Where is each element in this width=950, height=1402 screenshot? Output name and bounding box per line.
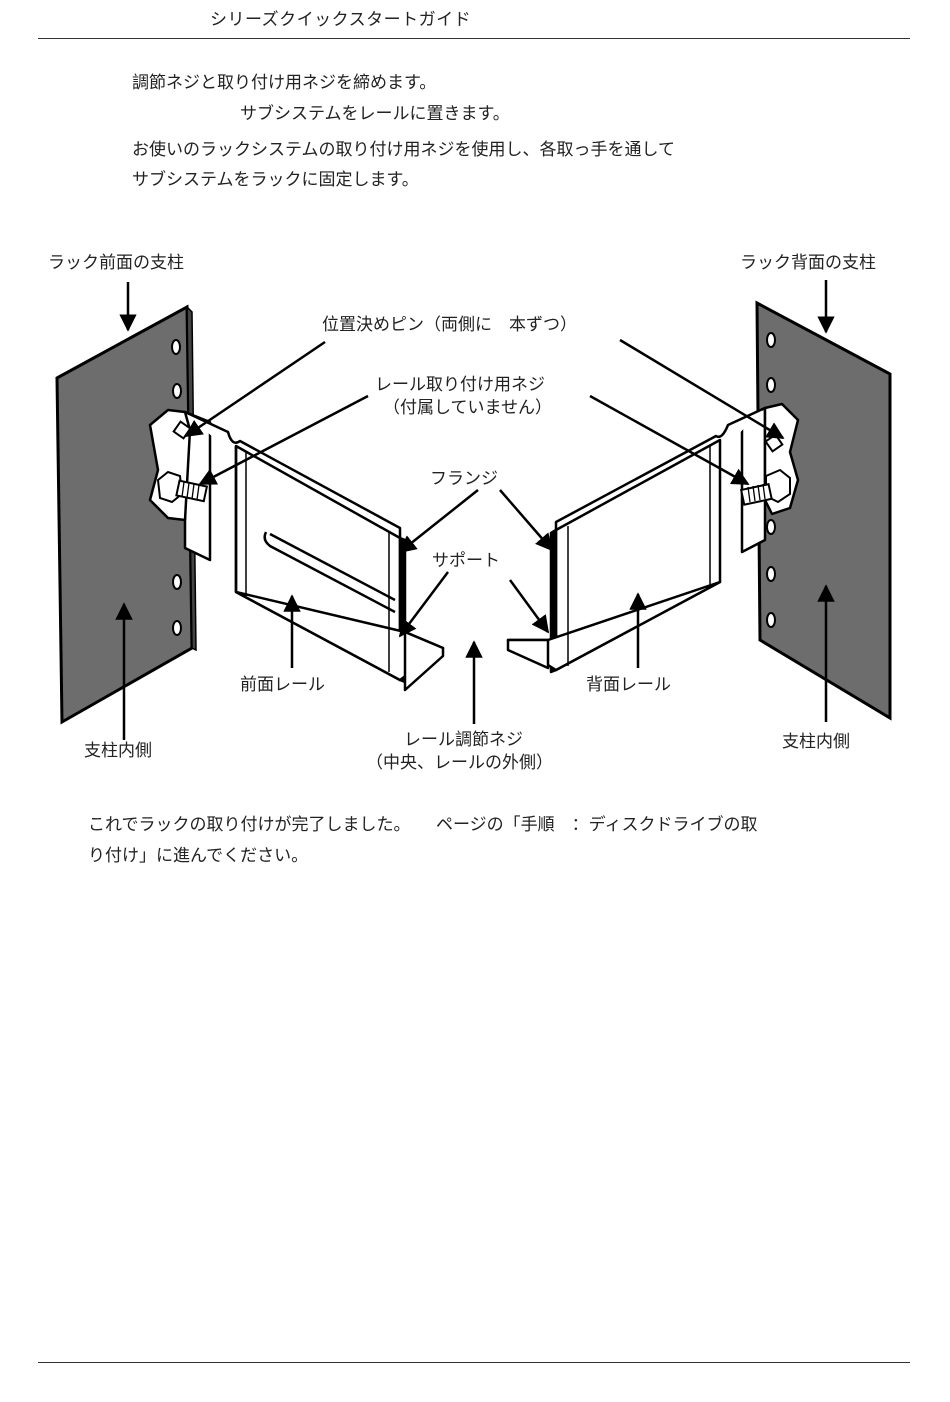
label-positioning-pins: 位置決めピン（両側に 本ずつ）	[322, 315, 577, 335]
step-text-3b: サブシステムをラックに固定します。	[132, 167, 419, 194]
step-text-1: 調節ネジと取り付け用ネジを締めます。	[132, 70, 436, 97]
label-adjust-screw: レール調節ネジ	[404, 730, 523, 750]
completion-text-1: これでラックの取り付けが完了しました。 ページの「手順 ：ディスクドライブの取	[88, 812, 757, 839]
label-post-inner-right: 支柱内側	[782, 732, 850, 752]
label-support: サポート	[432, 551, 500, 571]
label-rear-rail: 背面レール	[586, 675, 671, 695]
label-front-rail: 前面レール	[240, 675, 325, 695]
label-rear-post: ラック背面の支柱	[740, 253, 876, 273]
step-text-2: サブシステムをレールに置きます。	[240, 101, 510, 128]
footer-rule	[38, 1362, 910, 1363]
label-front-post: ラック前面の支柱	[48, 253, 184, 273]
rack-mount-diagram: ラック前面の支柱 ラック背面の支柱 位置決めピン（両側に 本ずつ） レール取り付…	[0, 230, 950, 790]
step-text-3a: お使いのラックシステムの取り付け用ネジを使用し、各取っ手を通して	[132, 137, 675, 164]
rear-rail	[508, 404, 798, 672]
header-rule	[38, 38, 910, 39]
label-flange: フランジ	[430, 469, 498, 489]
label-adjust-screw-note: （中央、レールの外側）	[366, 753, 553, 773]
label-post-inner-left: 支柱内側	[84, 741, 152, 761]
completion-text-2: り付け」に進んでください。	[88, 843, 308, 870]
label-mount-screw-note: （付属していません）	[383, 398, 552, 418]
label-mount-screw: レール取り付け用ネジ	[375, 375, 545, 395]
page-header-title: シリーズクイックスタートガイド	[210, 5, 471, 30]
